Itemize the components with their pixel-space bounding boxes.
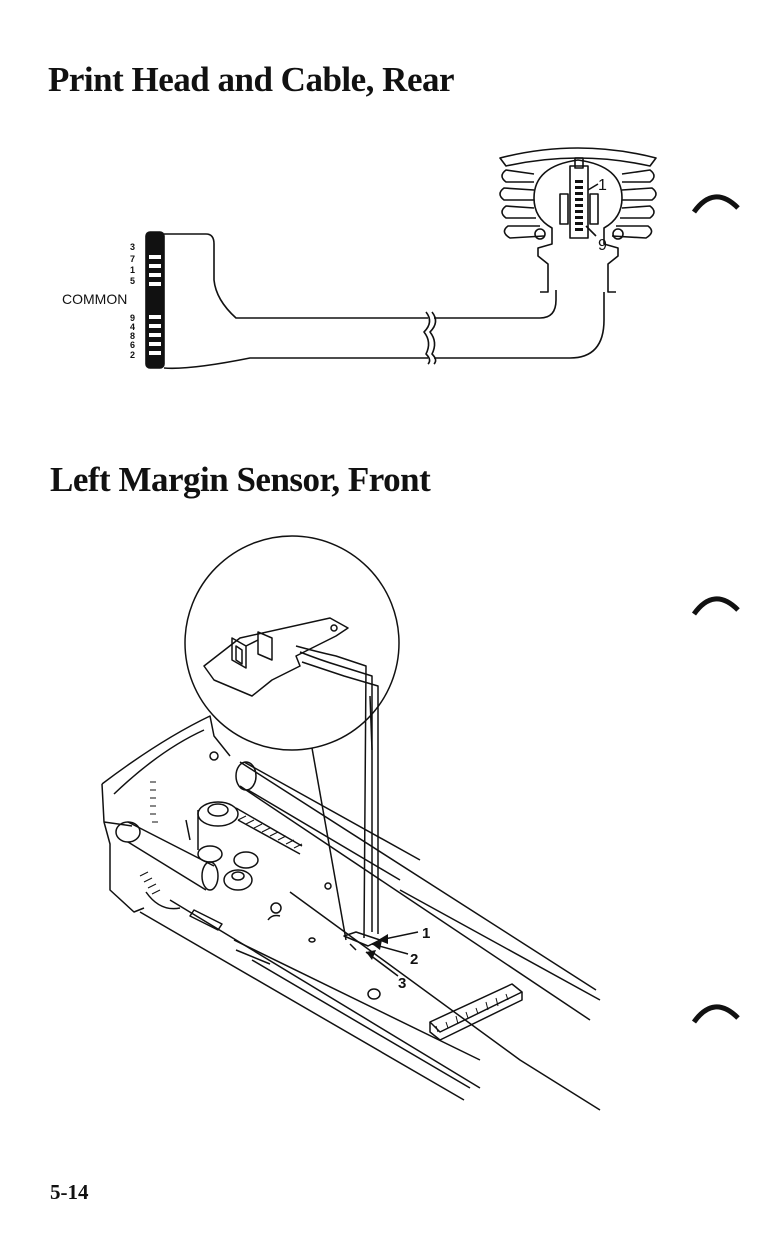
detail-magnifier [185,536,399,750]
pin-label: 5 [130,276,135,286]
section-heading-print-head: Print Head and Cable, Rear [48,60,454,100]
section-heading-margin-sensor: Left Margin Sensor, Front [50,460,430,500]
binder-tab-mark [692,590,742,620]
pin-label: 1 [130,265,135,275]
pin-label: 7 [130,254,135,264]
common-label: COMMON [62,291,127,307]
margin-sensor-diagram: 1 2 3 [0,520,772,1120]
callout-top: 1 [598,177,607,194]
binder-tab-mark [692,998,742,1028]
connector-tab [146,232,164,368]
print-head-cable-diagram: 3 7 1 5 COMMON 9 4 8 6 2 1 9 [0,140,772,380]
page-number: 5-14 [50,1180,89,1205]
pin-label: 6 [130,340,135,350]
callout-label: 1 [422,925,430,942]
callout-label: 2 [410,951,418,968]
callout-label: 3 [398,975,406,992]
binder-tab-mark [692,188,742,218]
callout-bottom: 9 [598,237,607,254]
pin-label: 3 [130,242,135,252]
pin-label: 2 [130,350,135,360]
